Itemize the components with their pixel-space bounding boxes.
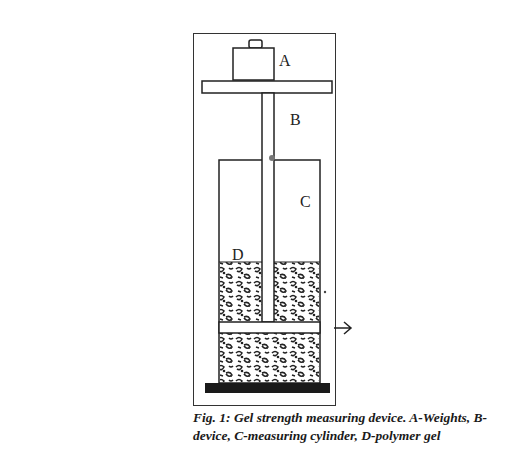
figure-caption: Fig. 1: Gel strength measuring device. A… <box>193 409 519 444</box>
mark-dot <box>324 291 326 293</box>
cross-bar <box>202 81 332 93</box>
cylinder-label: C <box>300 194 311 210</box>
weights-label: A <box>279 53 291 69</box>
gel-label: D <box>232 247 244 263</box>
piston-plate <box>219 322 320 333</box>
arrow <box>334 322 351 334</box>
device-label: B <box>290 112 301 128</box>
base <box>205 383 330 393</box>
polymer-gel-lower <box>220 333 319 382</box>
weight-handle <box>249 40 262 48</box>
weight <box>233 48 274 80</box>
figure-frame <box>194 34 336 406</box>
mark-dot <box>269 155 275 161</box>
device-rod <box>262 93 274 322</box>
